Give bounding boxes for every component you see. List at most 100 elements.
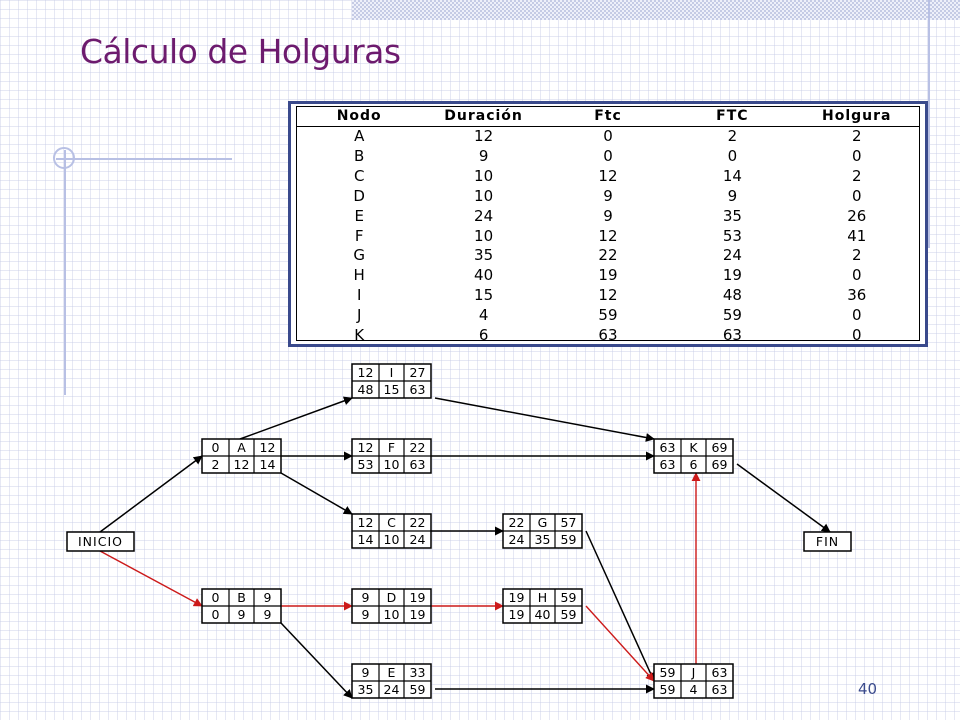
end-node: FIN	[803, 531, 852, 552]
node-h-late-start: 19	[509, 607, 525, 622]
node-f-early-finish: 22	[410, 440, 426, 455]
node-k-early-finish: 69	[712, 440, 728, 455]
cell-nodo: J	[356, 306, 362, 325]
cell-nodo: K	[354, 326, 365, 345]
edge-h-j-arrow	[585, 605, 655, 682]
node-d-name: D	[387, 590, 397, 605]
end-node-label: FIN	[816, 534, 839, 549]
edge-inicio-a-arrow	[99, 455, 203, 533]
node-i-early-finish: 27	[410, 365, 426, 380]
edge-a-i-arrow	[239, 396, 353, 440]
cell-holgura: 0	[852, 146, 862, 165]
edge-i-k-arrow	[434, 397, 655, 442]
node-f-name: F	[388, 440, 395, 455]
start-node: INICIO	[66, 531, 135, 552]
cell-duracion: 10	[474, 186, 494, 205]
cell-holgura: 2	[852, 127, 862, 145]
cell-nodo: D	[353, 186, 365, 205]
node-c-early-start: 12	[358, 515, 374, 530]
node-j-late-finish: 63	[712, 682, 728, 697]
node-k-late-start: 63	[660, 457, 676, 472]
header-ftc-early: Ftc	[545, 107, 671, 127]
node-i-late-start: 48	[358, 382, 374, 397]
cell-ftc-early: 0	[603, 127, 613, 145]
table-header-row: Nodo Duración Ftc FTC Holgura	[297, 107, 919, 127]
node-g-duration: 35	[535, 532, 551, 547]
node-k-late-finish: 69	[712, 457, 728, 472]
node-a-duration: 12	[234, 457, 250, 472]
cell-ftc-late: 9	[727, 186, 738, 205]
decorative-left-line	[64, 150, 66, 395]
cell-holgura: 41	[847, 226, 867, 245]
start-node-label: INICIO	[78, 534, 123, 549]
node-e-late-start: 35	[358, 682, 374, 697]
node-i-name: I	[390, 365, 394, 380]
node-d-early-finish: 19	[410, 590, 426, 605]
node-a-name: A	[237, 440, 246, 455]
cell-duracion: 10	[474, 226, 494, 245]
node-g-early-start: 22	[509, 515, 525, 530]
node-j-late-start: 59	[660, 682, 676, 697]
cell-ftc-late: 0	[727, 146, 738, 165]
cell-duracion: 12	[474, 127, 494, 145]
node-d-late-start: 9	[362, 607, 370, 622]
cell-ftc-late: 24	[722, 246, 742, 265]
cell-duracion: 24	[474, 206, 494, 225]
cell-nodo: G	[353, 246, 365, 265]
node-g-late-start: 24	[509, 532, 525, 547]
cell-ftc-early: 12	[598, 286, 618, 305]
slide-title: Cálculo de Holguras	[80, 32, 401, 71]
cell-ftc-late: 53	[722, 226, 742, 245]
edge-b-e-arrow	[280, 622, 353, 699]
header-ftc-late: FTC	[670, 107, 795, 127]
cell-holgura: 26	[847, 206, 867, 225]
cell-duracion: 15	[474, 286, 494, 305]
node-k-name: K	[689, 440, 698, 455]
page-number: 40	[858, 680, 878, 698]
node-c-early-finish: 22	[410, 515, 426, 530]
cell-duracion: 10	[474, 166, 494, 185]
node-f-late-start: 53	[358, 457, 374, 472]
node-e-duration: 24	[384, 682, 400, 697]
node-g-name: G	[538, 515, 548, 530]
cell-nodo: A	[354, 127, 365, 145]
node-d-late-finish: 19	[410, 607, 426, 622]
cell-ftc-early: 12	[598, 166, 618, 185]
node-c-late-start: 14	[358, 532, 374, 547]
cell-ftc-late: 19	[722, 266, 742, 285]
node-c-late-finish: 24	[410, 532, 426, 547]
cell-holgura: 0	[852, 186, 862, 205]
node-f-early-start: 12	[358, 440, 374, 455]
cell-ftc-late: 2	[727, 127, 738, 145]
cell-ftc-early: 59	[598, 306, 618, 325]
cell-ftc-early: 22	[598, 246, 618, 265]
node-k-duration: 6	[690, 457, 698, 472]
node-e-early-finish: 33	[410, 665, 426, 680]
cell-holgura: 0	[852, 266, 862, 285]
cell-holgura: 0	[852, 326, 862, 345]
node-h-name: H	[538, 590, 547, 605]
cell-nodo: H	[353, 266, 365, 285]
node-j-duration: 4	[690, 682, 698, 697]
node-b-early-start: 0	[212, 590, 220, 605]
cell-ftc-late: 59	[722, 306, 742, 325]
cell-ftc-early: 19	[598, 266, 618, 285]
cell-ftc-late: 48	[722, 286, 742, 305]
node-h-duration: 40	[535, 607, 551, 622]
node-h-early-start: 19	[509, 590, 525, 605]
node-j-early-finish: 63	[712, 665, 728, 680]
decorative-circle	[53, 147, 75, 169]
